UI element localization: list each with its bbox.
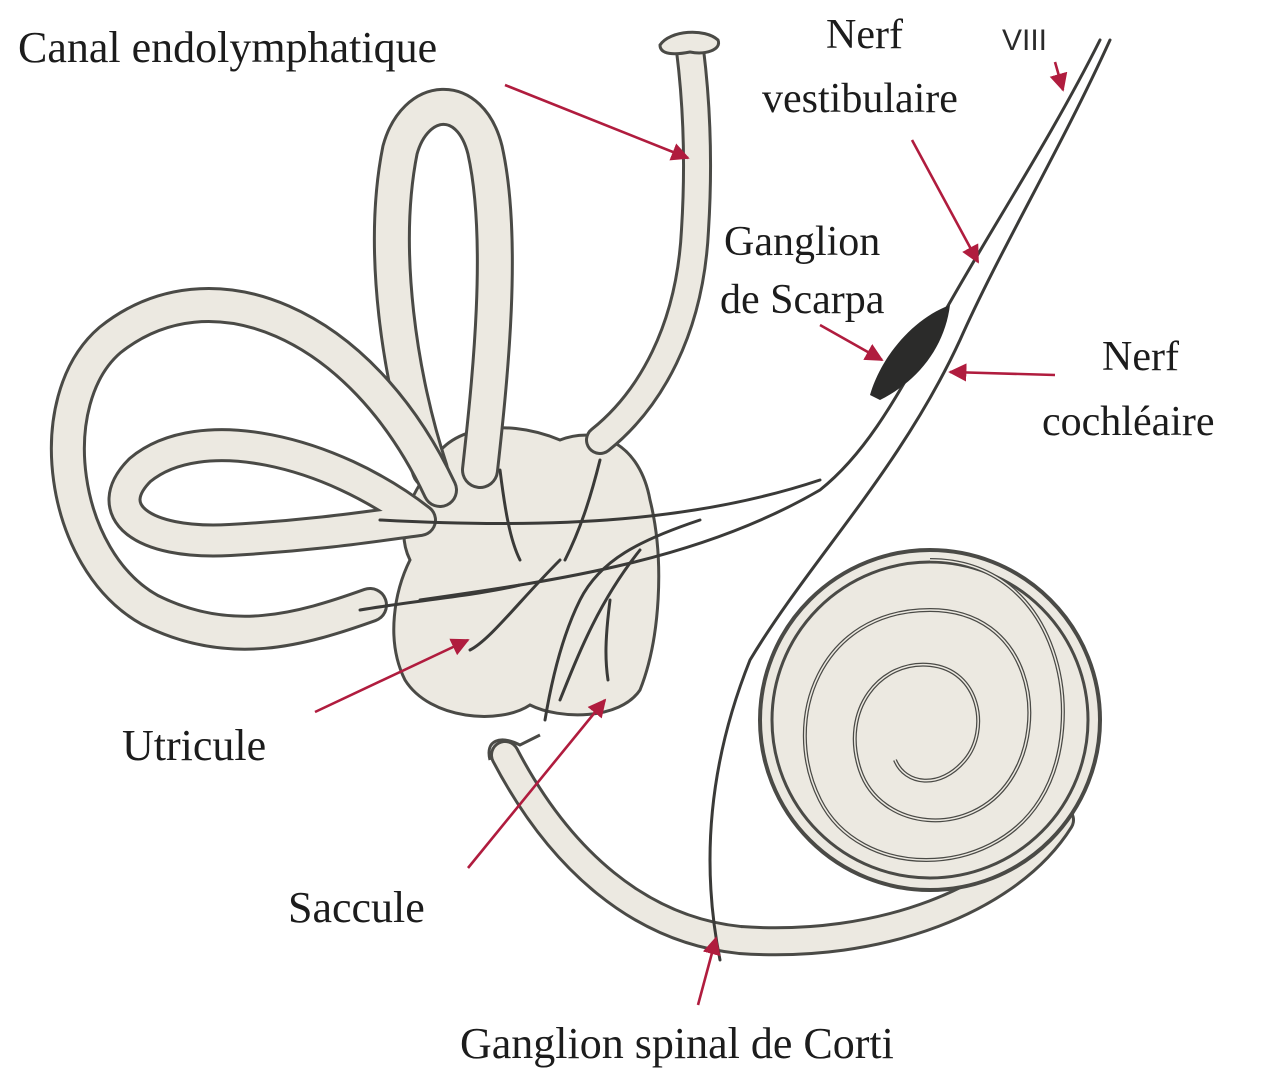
endolymphatic-duct bbox=[600, 32, 719, 440]
label-viii: VIII bbox=[1002, 24, 1047, 57]
label-utricule: Utricule bbox=[122, 721, 266, 770]
lateral-semicircular-canal bbox=[124, 445, 420, 540]
label-ganglion-spinal-corti: Ganglion spinal de Corti bbox=[460, 1019, 894, 1068]
label-ganglion-scarpa-line1: Ganglion bbox=[724, 219, 880, 265]
label-ganglion-scarpa-line2: de Scarpa bbox=[720, 277, 885, 323]
label-nerf-vestibulaire-line2: vestibulaire bbox=[762, 76, 958, 122]
label-saccule: Saccule bbox=[288, 883, 425, 932]
cochlea-spiral bbox=[760, 550, 1100, 890]
label-nerf-cochleaire-line2: cochléaire bbox=[1042, 399, 1215, 445]
label-canal-endolymphatique: Canal endolymphatique bbox=[18, 23, 437, 72]
label-nerf-vestibulaire-line1: Nerf bbox=[826, 12, 903, 58]
label-nerf-cochleaire-line1: Nerf bbox=[1102, 334, 1179, 380]
